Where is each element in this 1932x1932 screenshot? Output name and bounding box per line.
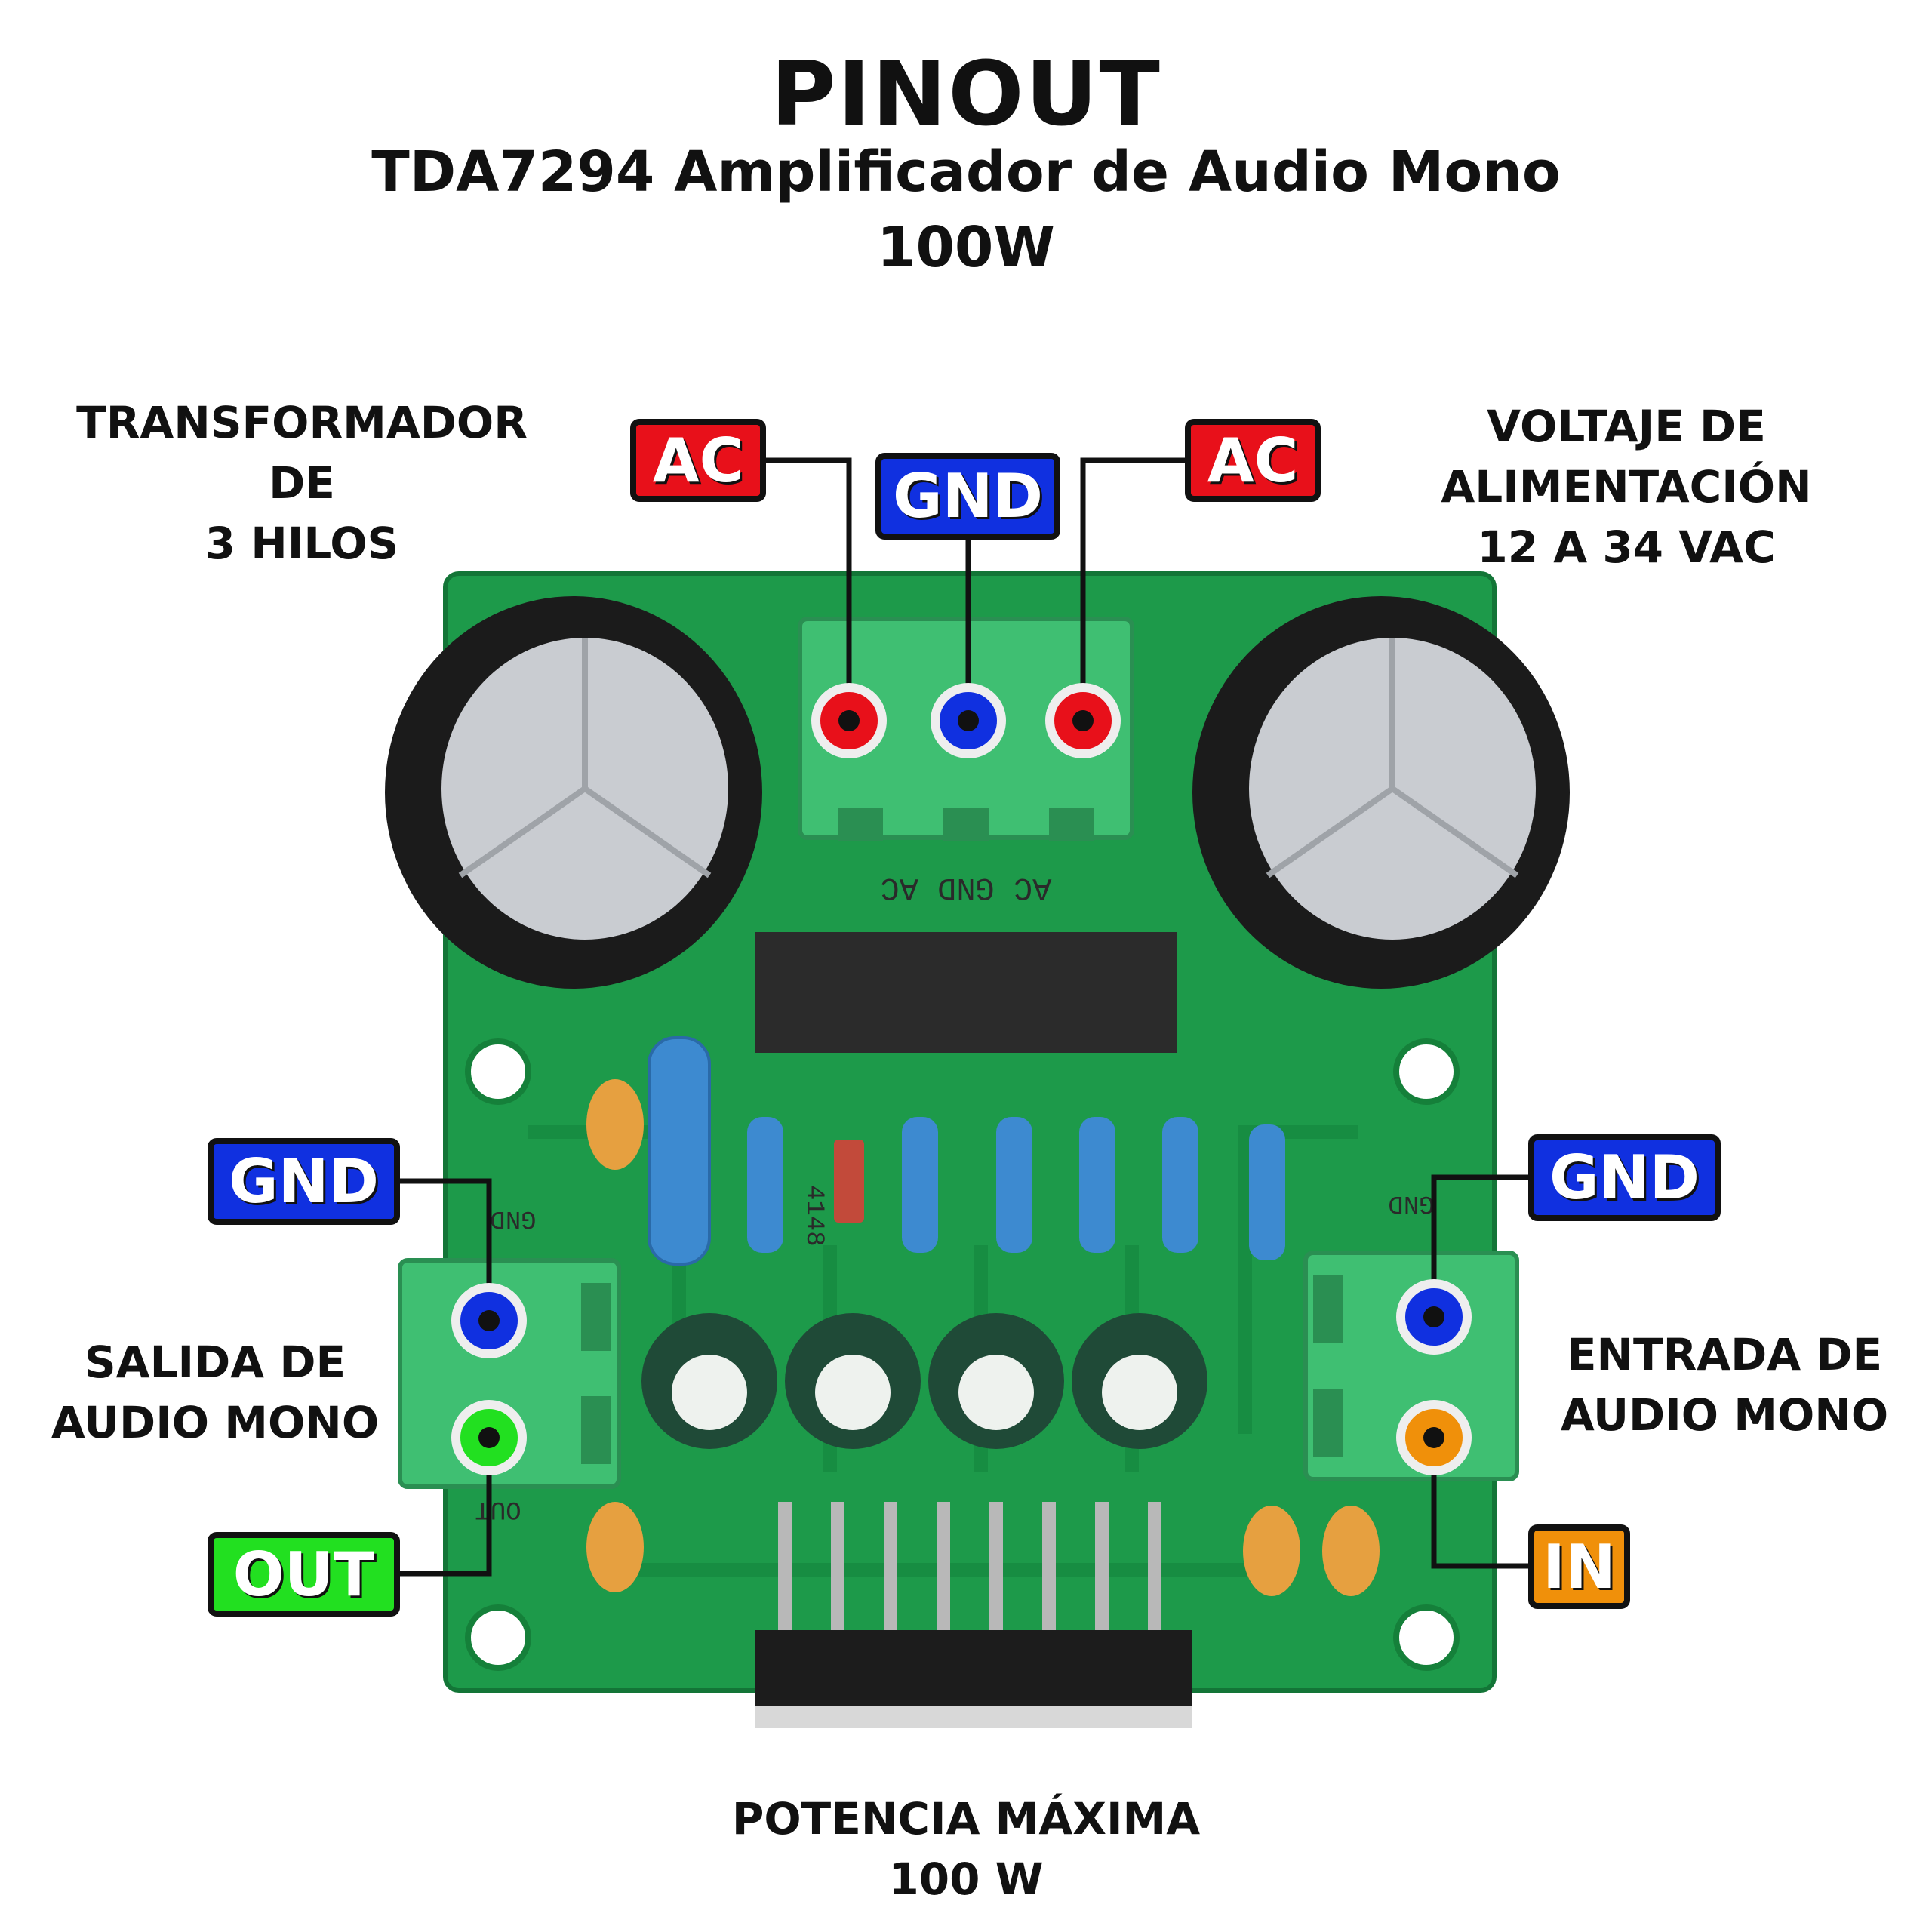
silkscreen-right-gnd: GND (1388, 1189, 1434, 1217)
ic-pins (778, 1502, 1161, 1638)
connector-lines (400, 457, 1532, 1577)
small-capacitors (641, 1313, 1208, 1449)
note-transformer-line2: 3 HILOS (205, 518, 399, 569)
mounting-hole (465, 1038, 531, 1105)
note-voltage-line2: ALIMENTACIÓN (1441, 461, 1812, 512)
note-voltage: VOLTAJE DE ALIMENTACIÓN 12 A 34 VAC (1381, 396, 1872, 577)
page-title: PINOUT (771, 42, 1161, 146)
silkscreen-out: OUT (475, 1494, 521, 1523)
note-power-line1: POTENCIA MÁXIMA (731, 1793, 1201, 1844)
mounting-hole (465, 1604, 531, 1671)
note-output-line2: AUDIO MONO (51, 1397, 380, 1448)
silkscreen-power: AC GND AC (881, 869, 1052, 906)
ceramic-capacitors (586, 1079, 1380, 1596)
note-output: SALIDA DE AUDIO MONO (30, 1332, 400, 1453)
pin-tag-gnd-top: GND (875, 453, 1060, 540)
note-transformer-line1: TRANSFORMADOR DE (76, 397, 528, 509)
note-input: ENTRADA DE AUDIO MONO (1540, 1324, 1909, 1445)
pin-tag-out: OUT (208, 1532, 400, 1617)
resistors (648, 1036, 1285, 1266)
power-contacts (811, 683, 1121, 758)
note-input-line1: ENTRADA DE (1566, 1329, 1883, 1380)
pin-tag-gnd-left: GND (208, 1138, 400, 1225)
pin-tag-in: IN (1528, 1524, 1630, 1609)
note-power-line2: 100 W (888, 1854, 1044, 1905)
pin-tag-ac-right: AC (1185, 419, 1321, 502)
mounting-hole (1393, 1604, 1460, 1671)
mounting-holes (465, 1038, 1460, 1671)
ic-tab (755, 1706, 1192, 1728)
big-capacitor-left (385, 596, 762, 989)
side-contacts (451, 1279, 1472, 1475)
pin-tag-gnd-right: GND (1528, 1134, 1721, 1221)
note-input-line2: AUDIO MONO (1560, 1389, 1889, 1441)
note-voltage-line3: 12 A 34 VAC (1477, 521, 1776, 573)
silkscreen-left-gnd: GND (490, 1204, 536, 1232)
note-output-line1: SALIDA DE (84, 1337, 346, 1388)
pin-tag-ac-left: AC (630, 419, 766, 502)
ic-heatsink-top (755, 932, 1177, 1053)
silkscreen-diode: 4148 (799, 1185, 828, 1247)
page-subtitle: TDA7294 Amplificador de Audio Mono (371, 140, 1561, 205)
ic-body (755, 1630, 1192, 1706)
note-voltage-line1: VOLTAJE DE (1487, 401, 1766, 452)
mounting-hole (1393, 1038, 1460, 1105)
big-capacitor-right (1192, 596, 1570, 989)
note-transformer: TRANSFORMADOR DE 3 HILOS (38, 392, 566, 574)
page-subtitle-power: 100W (876, 215, 1056, 280)
note-power: POTENCIA MÁXIMA 100 W (626, 1789, 1306, 1909)
